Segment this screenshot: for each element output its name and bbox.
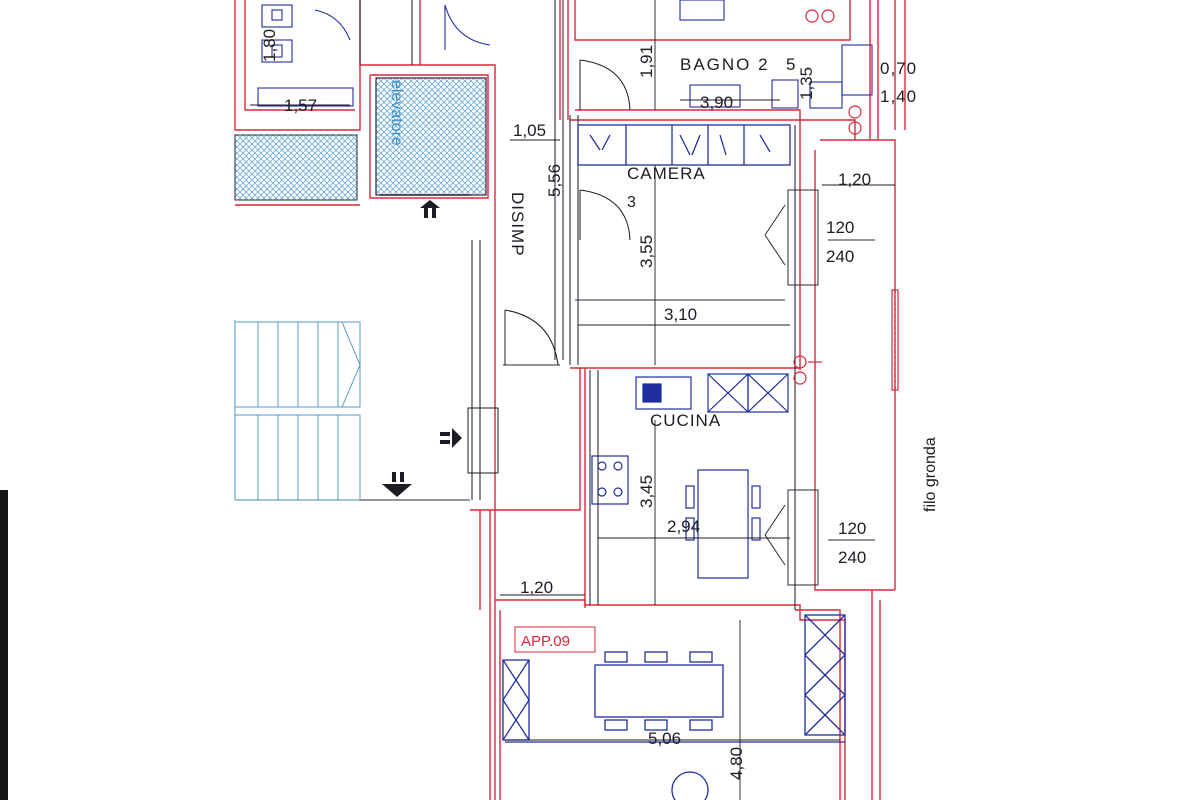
dim-5-56: 5,56: [545, 164, 564, 197]
dim-1-91: 1,91: [637, 45, 656, 78]
window-1-width: 120: [826, 218, 854, 237]
dim-3-90: 3,90: [700, 93, 733, 112]
room-label-disimp: DISIMP: [508, 192, 527, 257]
dim-0-70: 0,70: [880, 59, 917, 78]
wardrobe: [577, 124, 791, 166]
room-label-cucina: CUCINA: [650, 411, 721, 430]
dim-3-55: 3,55: [637, 235, 656, 268]
dim-1-35: 1,35: [797, 67, 816, 100]
dim-1-80: 1,80: [260, 29, 279, 62]
scan-edge: [0, 490, 8, 800]
room-label-camera: CAMERA: [627, 164, 706, 183]
apartment-tag: APP.09: [521, 633, 570, 650]
room-label-elevator: elevatore: [388, 80, 405, 146]
dim-1-20-corridor: 1,20: [520, 578, 553, 597]
dim-1-20-balcony: 1,20: [838, 170, 871, 189]
plumbing-markers: [793, 9, 862, 385]
dim-3-10: 3,10: [664, 305, 697, 324]
window-2-height: 240: [838, 548, 866, 567]
door-swings: [467, 59, 631, 474]
windows: [764, 189, 875, 586]
window-2-width: 120: [838, 519, 866, 538]
window-1-height: 240: [826, 247, 854, 266]
apartment-tag-box: [514, 626, 596, 653]
dim-4-80: 4,80: [727, 747, 746, 780]
gutter-annotation: filo gronda: [922, 437, 939, 512]
living-furniture: [502, 614, 846, 800]
dim-5-06: 5,06: [648, 729, 681, 748]
bagno-fixtures: [679, 0, 873, 109]
elevator-shaft: [234, 77, 487, 201]
walls: [234, 0, 906, 800]
dim-3-45: 3,45: [637, 475, 656, 508]
dim-2-94: 2,94: [667, 517, 700, 536]
room-label-bagno: BAGNO 2: [680, 55, 770, 74]
structural-lines: [235, 0, 796, 610]
dim-5: 5: [786, 55, 795, 74]
dim-1-40: 1,40: [880, 87, 917, 106]
room-label-camera-number: 3: [627, 194, 636, 211]
entrance-arrows: [382, 200, 462, 497]
dim-1-05: 1,05: [513, 121, 546, 140]
staircase: [234, 320, 361, 501]
dimension-lines: [250, 0, 895, 800]
bathroom-fixtures-top-left: [257, 4, 491, 107]
gutter: [891, 289, 899, 391]
kitchen-units: [591, 373, 789, 579]
dim-1-57: 1,57: [284, 96, 317, 115]
